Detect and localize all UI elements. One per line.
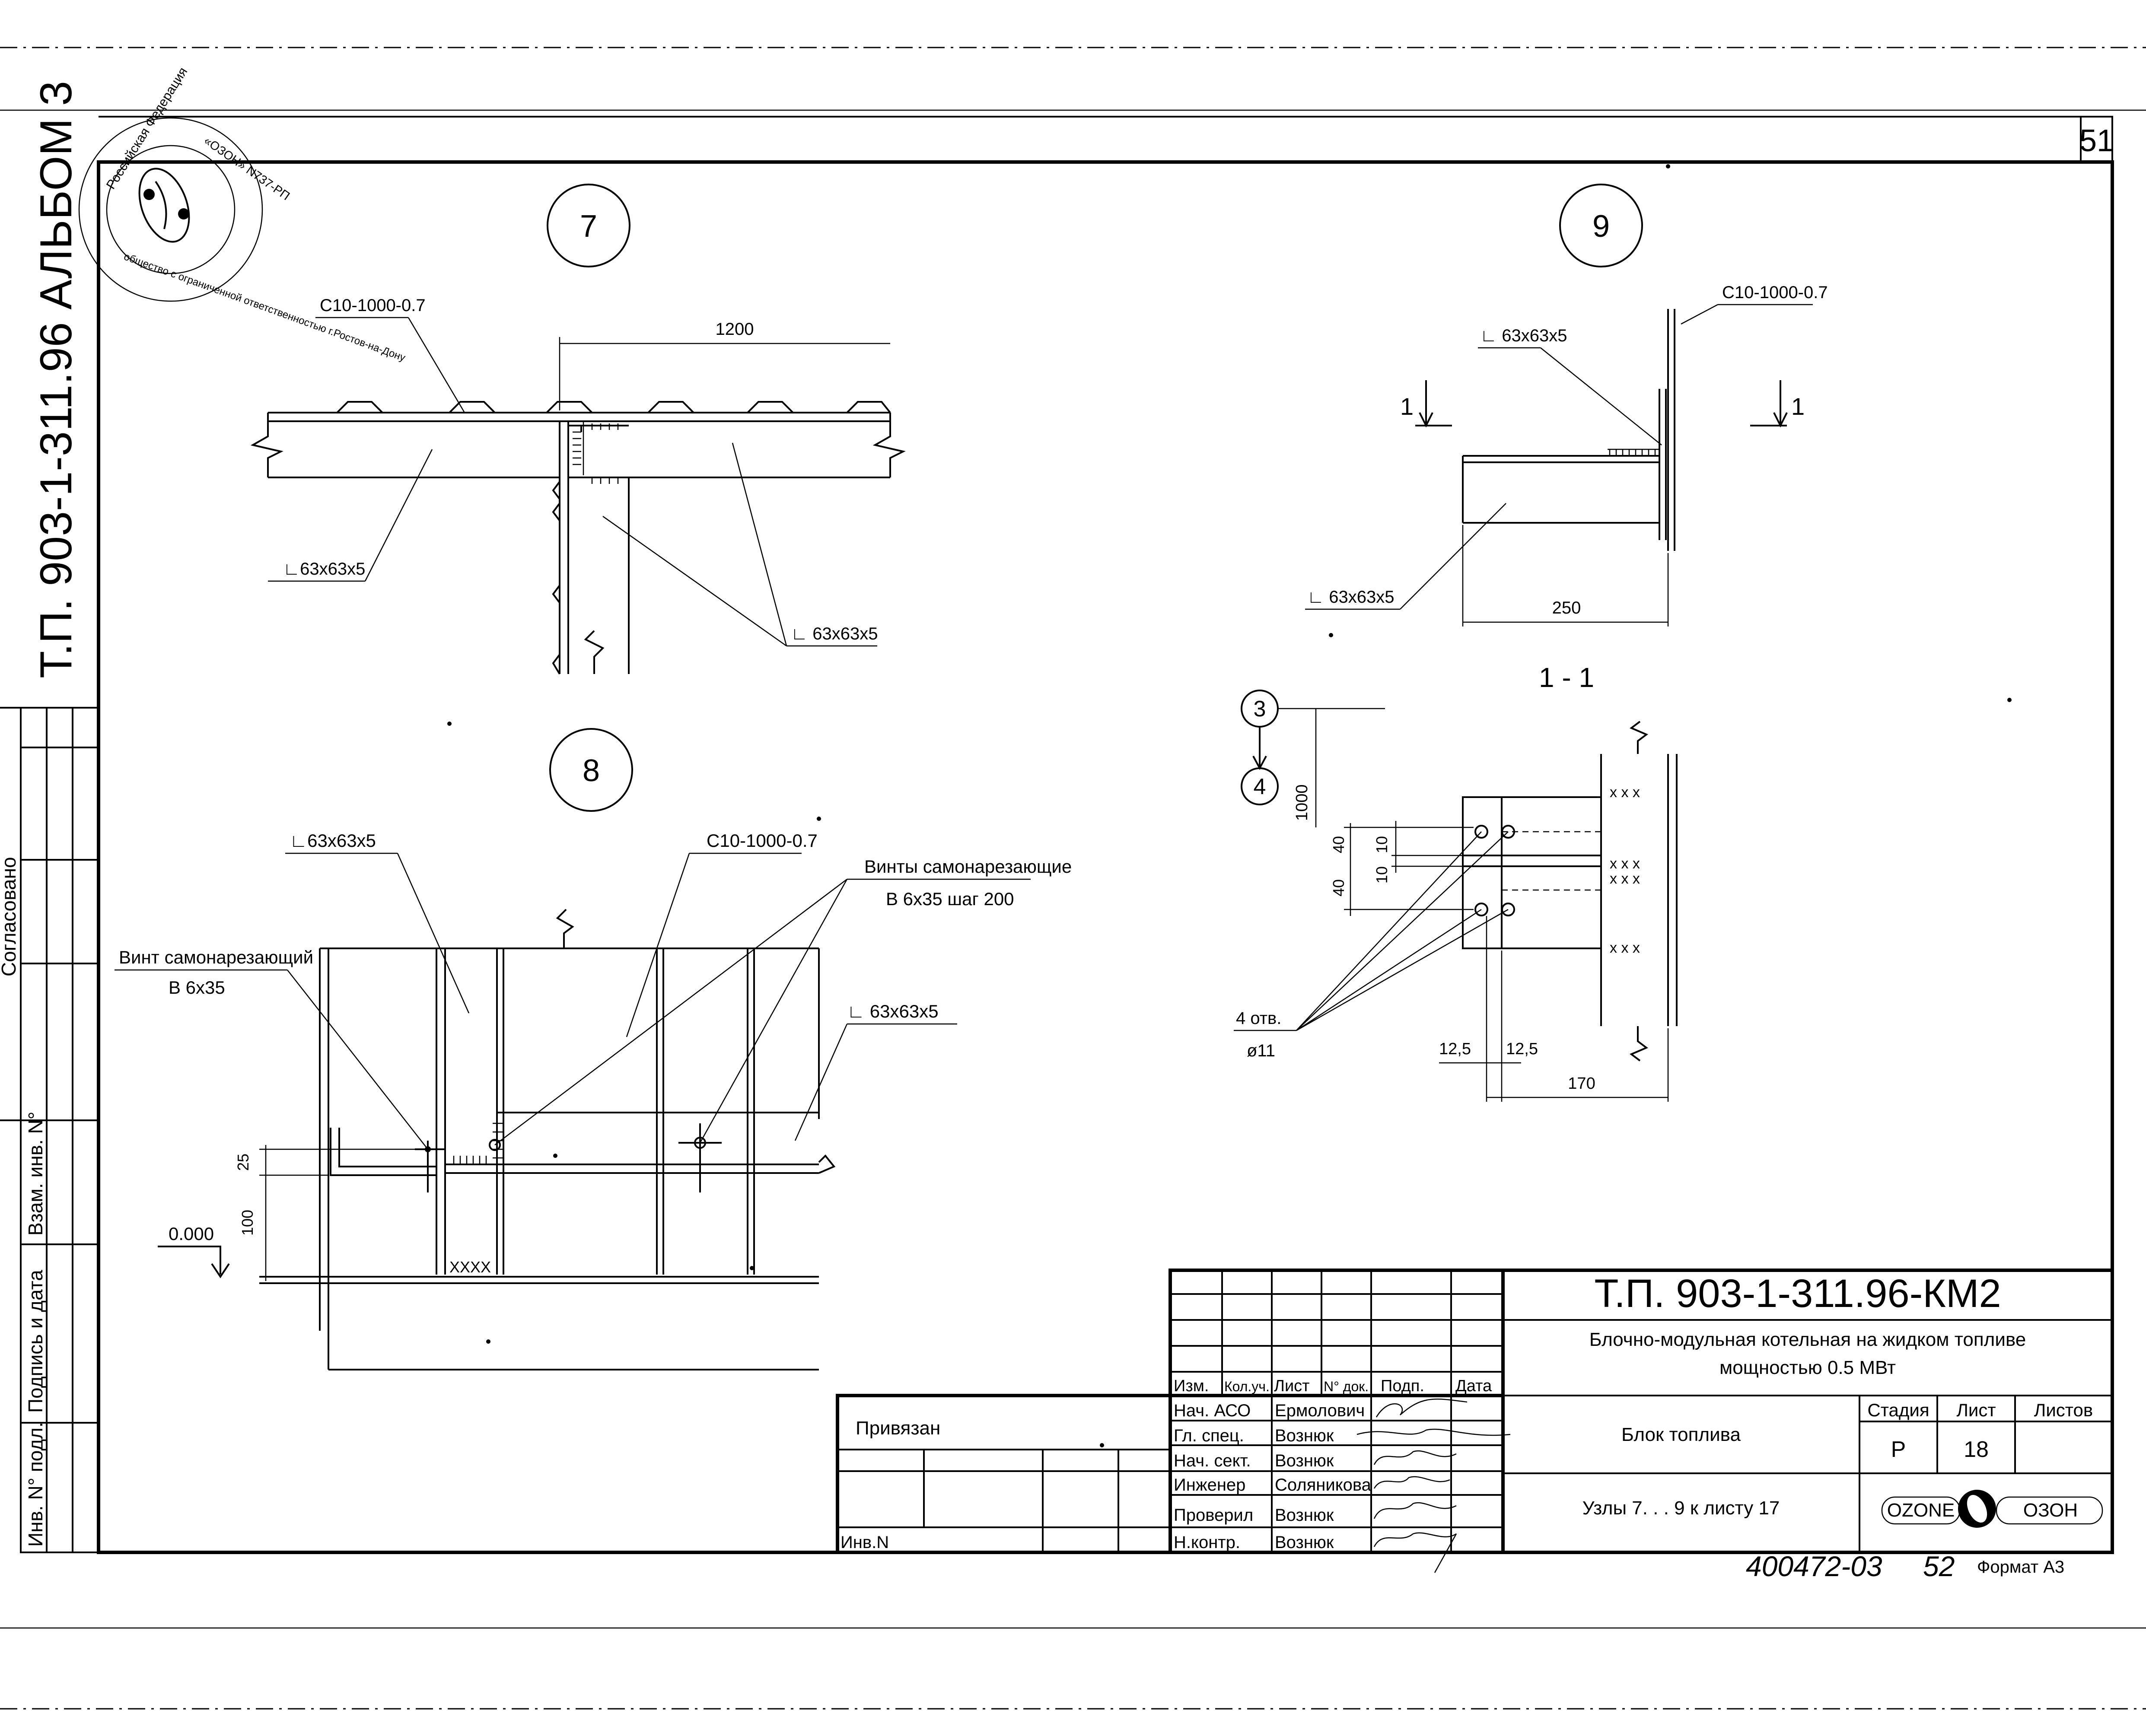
company-logo: OZONE ОЗОН xyxy=(1881,1490,2103,1528)
row-name-5: Вознюк xyxy=(1275,1506,1334,1525)
node-4-number: 4 xyxy=(1254,774,1266,799)
block-name: Блок топлива xyxy=(1621,1424,1741,1445)
node-7-angle-left: ∟63х63х5 xyxy=(283,560,365,579)
node-9-angle-bottom: ∟ 63х63х5 xyxy=(1307,588,1395,607)
head-data: Дата xyxy=(1455,1377,1492,1395)
row-name-3: Вознюк xyxy=(1275,1451,1334,1470)
archive-code: 400472-03 xyxy=(1746,1550,1882,1582)
row-name-2: Вознюк xyxy=(1275,1426,1334,1445)
album-label: Т.П. 903-1-311.96 АЛЬБОМ 3 xyxy=(31,81,81,678)
section-dim-10a: 10 xyxy=(1373,836,1391,853)
node-8-screws-spec: В 6х35 шаг 200 xyxy=(886,889,1014,909)
node-9-dim-250: 250 xyxy=(1552,598,1581,617)
node-8-dim-100: 100 xyxy=(239,1210,256,1236)
row-name-4: Соляникова xyxy=(1275,1475,1372,1494)
sheets-label: Листов xyxy=(2034,1400,2093,1420)
stage-label: Стадия xyxy=(1867,1400,1929,1420)
head-list: Лист xyxy=(1274,1377,1310,1395)
head-ndok: N° док. xyxy=(1324,1379,1369,1394)
row-role-1: Нач. АСО xyxy=(1174,1401,1251,1420)
node-8-screws-title: Винты самонарезающие xyxy=(864,856,1072,877)
node-8-angle-top: ∟63х63х5 xyxy=(290,830,376,851)
node-9-angle-top: ∟ 63х63х5 xyxy=(1480,326,1567,345)
node-8-sheet-label: С10-1000-0.7 xyxy=(707,830,818,851)
weld-marks-3: х х х xyxy=(1610,871,1640,887)
section-holes: 4 отв. xyxy=(1236,1009,1281,1028)
replace-inv-label: Взам. инв. N° xyxy=(24,1112,47,1236)
node-3-number: 3 xyxy=(1254,696,1266,722)
row-role-6: Н.контр. xyxy=(1174,1533,1240,1552)
node-8-weld-marks: ХХХХ xyxy=(449,1258,491,1276)
section-title: 1 - 1 xyxy=(1539,662,1594,693)
row-name-1: Ермолович xyxy=(1275,1401,1365,1420)
archive-page: 52 xyxy=(1923,1550,1955,1582)
node-9-cut-left: 1 xyxy=(1400,393,1414,420)
node-9-circle xyxy=(1559,184,1643,267)
handwritten-signatures xyxy=(1356,1398,1511,1573)
section-dim-125a: 12,5 xyxy=(1439,1040,1471,1058)
left-stub xyxy=(0,707,99,1553)
node-7-sheet-label: С10-1000-0.7 xyxy=(320,296,426,315)
node-8: 8 ХХХХ xyxy=(115,728,1072,1370)
stage-value: Р xyxy=(1891,1437,1906,1462)
node-8-dim-25: 25 xyxy=(234,1154,252,1171)
section-1-1: 1 - 1 3 4 1000 х х х х х х х xyxy=(1234,662,1678,1102)
section-dim-125b: 12,5 xyxy=(1506,1040,1538,1058)
row-role-3: Нач. сект. xyxy=(1174,1451,1251,1470)
node-7-circle xyxy=(547,184,630,267)
head-izm: Изм. xyxy=(1174,1377,1209,1395)
scan-dots xyxy=(447,164,2012,1447)
node-8-circle xyxy=(549,728,633,812)
section-dim-40a: 40 xyxy=(1330,836,1347,853)
row-name-6: Вознюк xyxy=(1275,1533,1334,1552)
row-role-4: Инженер xyxy=(1174,1475,1245,1494)
node-8-number: 8 xyxy=(583,754,600,788)
sheet-label: Лист xyxy=(1956,1400,1996,1420)
node-9-cut-right: 1 xyxy=(1791,393,1805,420)
node-8-angle-right: ∟ 63х63х5 xyxy=(847,1001,939,1021)
section-dim-10b: 10 xyxy=(1373,866,1391,884)
title-block: Изм. Кол.уч. Лист N° док. Подп. Дата Нач… xyxy=(836,1269,2114,1573)
node-7-dim-1200: 1200 xyxy=(716,320,754,339)
node-9: 9 1 1 250 С10-10 xyxy=(1305,184,1828,626)
sign-date-label: Подпись и дата xyxy=(24,1270,47,1413)
section-hole-dia: ø11 xyxy=(1247,1041,1275,1060)
project-line-2: мощностью 0.5 МВт xyxy=(1719,1357,1896,1378)
node-7: 7 xyxy=(250,184,906,675)
inv-n-label: Инв.N xyxy=(841,1533,889,1552)
section-dim-170: 170 xyxy=(1568,1075,1595,1093)
project-line-1: Блочно-модульная котельная на жидком топ… xyxy=(1589,1329,2026,1350)
weld-marks-1: х х х xyxy=(1610,784,1640,801)
node-8-level: 0.000 xyxy=(169,1224,214,1244)
section-dim-40b: 40 xyxy=(1330,879,1347,897)
sheet-number: 51 xyxy=(2079,124,2114,158)
format-label: Формат А3 xyxy=(1977,1558,2064,1577)
node-9-number: 9 xyxy=(1592,209,1610,244)
row-role-5: Проверил xyxy=(1174,1506,1253,1525)
sheet-value: 18 xyxy=(1964,1437,1989,1462)
seal-text-mid: «ОЗОН» N737-РП xyxy=(202,134,293,203)
node-7-angle-right: ∟ 63х63х5 xyxy=(791,624,878,643)
node-7-number: 7 xyxy=(580,209,597,244)
inv-orig-label: Инв. N° подл. xyxy=(24,1422,47,1547)
drawing-code: Т.П. 903-1-311.96-КМ2 xyxy=(1594,1272,2001,1316)
head-podp: Подп. xyxy=(1381,1377,1424,1395)
scan-edge-lines xyxy=(0,47,2146,1710)
privyazan-label: Привязан xyxy=(856,1418,940,1439)
node-9-sheet-label: С10-1000-0.7 xyxy=(1722,283,1828,302)
row-role-2: Гл. спец. xyxy=(1174,1426,1244,1445)
section-dim-1000: 1000 xyxy=(1293,784,1311,821)
node-8-screw-title: Винт самонарезающий xyxy=(119,947,313,967)
node-8-screw-spec: В 6х35 xyxy=(169,977,225,998)
agreed-label: Согласовано xyxy=(0,857,20,976)
logo-right-text: ОЗОН xyxy=(2023,1500,2078,1521)
head-koluch: Кол.уч. xyxy=(1224,1379,1270,1394)
logo-left-text: OZONE xyxy=(1887,1500,1955,1521)
drawing-name: Узлы 7. . . 9 к листу 17 xyxy=(1582,1498,1780,1519)
weld-marks-2: х х х xyxy=(1610,855,1640,872)
weld-marks-4: х х х xyxy=(1610,940,1640,956)
